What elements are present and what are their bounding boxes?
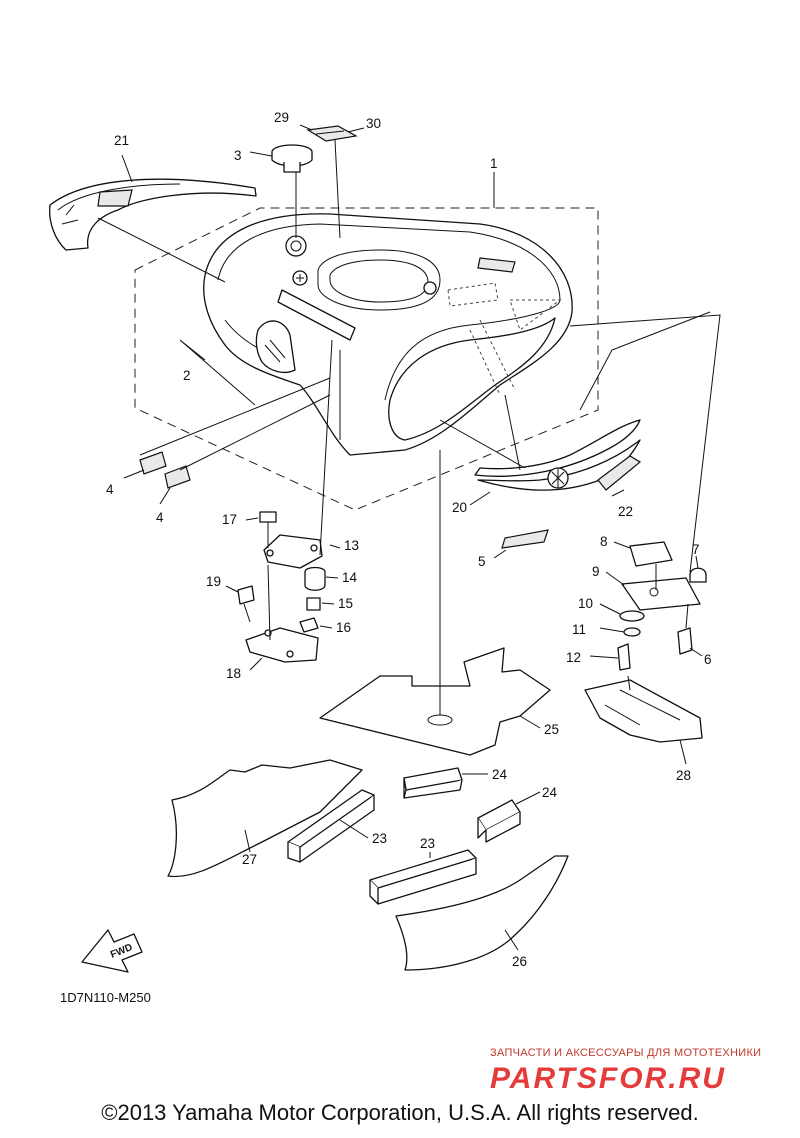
side-panel-left	[167, 759, 363, 878]
callout-26: 26	[512, 954, 527, 969]
callout-23a: 23	[372, 831, 387, 846]
decal-part-5	[501, 529, 549, 549]
callout-24a: 24	[492, 767, 508, 782]
callout-29: 29	[274, 110, 289, 125]
copyright-notice: ©2013 Yamaha Motor Corporation, U.S.A. A…	[101, 1100, 699, 1125]
callout-21: 21	[114, 133, 129, 148]
callout-6: 6	[704, 652, 712, 667]
callout-4a: 4	[106, 482, 114, 497]
callout-16: 16	[336, 620, 351, 635]
callout-20: 20	[452, 500, 467, 515]
decal-part-22	[597, 455, 642, 491]
callout-15: 15	[338, 596, 353, 611]
damper-blocks	[287, 767, 521, 905]
callout-19: 19	[206, 574, 221, 589]
callout-28: 28	[676, 768, 691, 783]
callout-11: 11	[572, 622, 586, 637]
assembly-outline	[134, 207, 599, 511]
forward-direction-arrow: FWD	[81, 929, 143, 973]
drawing-code: 1D7N110-M250	[60, 990, 151, 1005]
callout-5: 5	[478, 554, 486, 569]
fuel-tank	[203, 213, 573, 456]
callout-24b: 24	[542, 785, 558, 800]
callout-labels: 1 2 3 4 4 5 6 7 8 9 10 11 12 13 14 15 16…	[106, 110, 712, 969]
callout-22: 22	[618, 504, 633, 519]
callout-25: 25	[544, 722, 559, 737]
tank-emblem-mark	[477, 257, 516, 273]
callout-17: 17	[222, 512, 237, 527]
fuel-filler-neck	[285, 235, 307, 257]
watermark: ЗАПЧАСТИ И АКСЕССУАРЫ ДЛЯ МОТОТЕХНИКИ PA…	[490, 1047, 761, 1095]
callout-14: 14	[342, 570, 358, 585]
rear-mount-bracket	[584, 541, 707, 743]
callout-23b: 23	[420, 836, 435, 851]
callout-12: 12	[566, 650, 581, 665]
warning-label-pair	[306, 125, 358, 142]
callout-8: 8	[600, 534, 608, 549]
decal-part-4a	[139, 451, 167, 475]
callout-10: 10	[578, 596, 593, 611]
tank-pad-sheet	[319, 647, 551, 756]
decal-part-4b	[164, 465, 191, 489]
callout-3: 3	[234, 148, 242, 163]
fuel-cap	[271, 144, 313, 238]
leader-lines	[97, 124, 721, 951]
callout-4b: 4	[156, 510, 164, 525]
callout-7: 7	[692, 542, 700, 557]
tank-cover-part	[49, 178, 257, 251]
front-mount-bracket	[237, 511, 326, 663]
callout-30: 30	[366, 116, 381, 131]
callout-1: 1	[490, 156, 498, 171]
callout-9: 9	[592, 564, 600, 579]
callout-13: 13	[344, 538, 359, 553]
watermark-tagline: ЗАПЧАСТИ И АКСЕССУАРЫ ДЛЯ МОТОТЕХНИКИ	[490, 1047, 761, 1059]
side-panel-right	[395, 855, 569, 971]
callout-2: 2	[183, 368, 191, 383]
callout-18: 18	[226, 666, 241, 681]
tank-emblem	[474, 419, 641, 491]
callout-27: 27	[242, 852, 257, 867]
watermark-logo: PARTSFOR.RU	[490, 1062, 726, 1095]
